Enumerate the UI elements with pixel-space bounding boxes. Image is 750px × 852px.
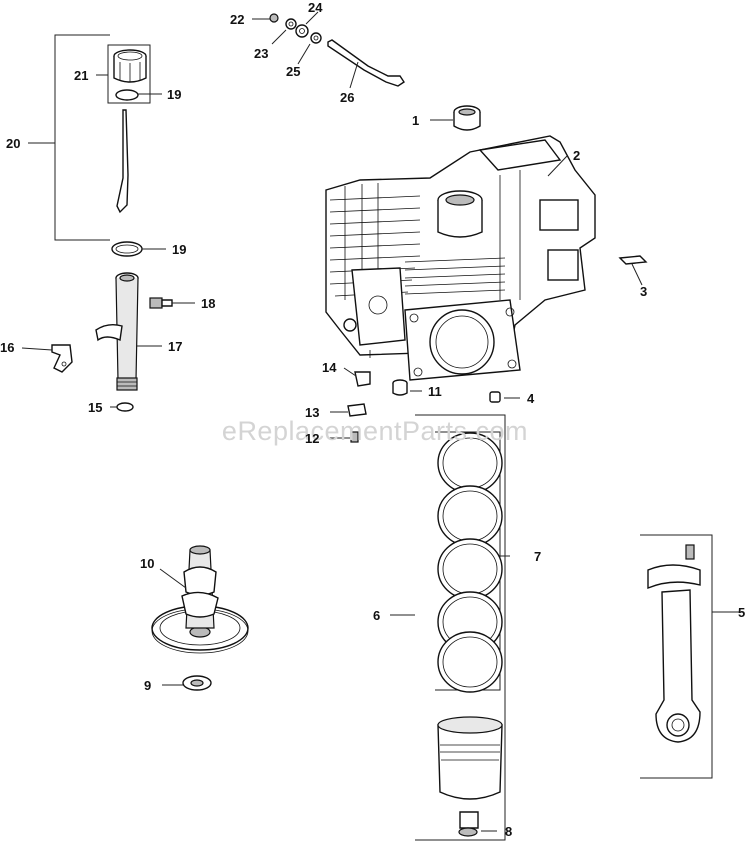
crankcase[interactable] (325, 135, 596, 381)
callout-15[interactable]: 15 (88, 400, 102, 415)
callout-19-lower[interactable]: 19 (172, 242, 186, 257)
callout-24[interactable]: 24 (308, 0, 323, 15)
callout-16[interactable]: 16 (0, 340, 14, 355)
tube-bracket[interactable] (51, 344, 73, 373)
camshaft[interactable] (151, 545, 249, 654)
thrust-washer[interactable] (182, 675, 212, 691)
callout-20[interactable]: 20 (6, 136, 20, 151)
callout-23[interactable]: 23 (254, 46, 268, 61)
callout-12[interactable]: 12 (305, 431, 319, 446)
callout-9[interactable]: 9 (144, 678, 151, 693)
dowel-pin-3[interactable] (618, 255, 648, 265)
callout-labels: 1 2 3 4 5 6 7 8 9 10 11 12 13 14 15 16 1… (0, 0, 745, 839)
oil-fill-tube[interactable] (95, 272, 139, 412)
callout-25[interactable]: 25 (286, 64, 300, 79)
callout-4[interactable]: 4 (527, 391, 535, 406)
callout-1[interactable]: 1 (412, 113, 419, 128)
callout-10[interactable]: 10 (140, 556, 154, 571)
callout-21[interactable]: 21 (74, 68, 88, 83)
callout-2[interactable]: 2 (573, 148, 580, 163)
callout-14[interactable]: 14 (322, 360, 337, 375)
callout-3[interactable]: 3 (640, 284, 647, 299)
callout-26[interactable]: 26 (340, 90, 354, 105)
fitting-13[interactable] (347, 403, 367, 417)
callout-6[interactable]: 6 (373, 608, 380, 623)
callout-5[interactable]: 5 (738, 605, 745, 620)
dowel-pin-4[interactable] (489, 391, 501, 403)
fitting-12[interactable] (350, 431, 359, 443)
fitting-14[interactable] (354, 371, 371, 387)
callout-22[interactable]: 22 (230, 12, 244, 27)
watermark-text: eReplacementParts.com (222, 416, 528, 446)
dipstick-assembly[interactable] (28, 34, 151, 257)
callout-17[interactable]: 17 (168, 339, 182, 354)
piston-kit[interactable] (390, 414, 510, 841)
callout-18[interactable]: 18 (201, 296, 215, 311)
callout-19-upper[interactable]: 19 (167, 87, 181, 102)
plug-11[interactable] (392, 379, 408, 396)
oil-seal[interactable] (453, 105, 481, 131)
connecting-rod[interactable] (640, 534, 730, 779)
callout-7[interactable]: 7 (534, 549, 541, 564)
callout-11[interactable]: 11 (428, 384, 442, 399)
bracket-bolt[interactable] (149, 297, 173, 309)
leader-lines (21, 11, 742, 832)
callout-13[interactable]: 13 (305, 405, 319, 420)
breather-hardware[interactable] (269, 13, 405, 87)
callout-8[interactable]: 8 (505, 824, 512, 839)
